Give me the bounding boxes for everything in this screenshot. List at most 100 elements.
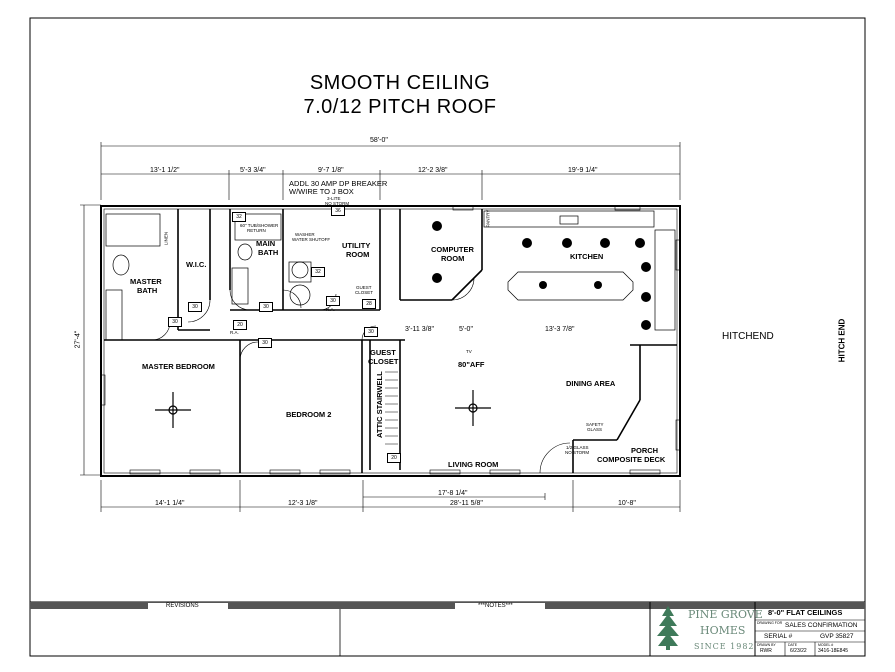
room-computer-line1: COMPUTER bbox=[431, 245, 474, 254]
door-size-box: 32 bbox=[311, 267, 325, 277]
lite-label-line1: 3-LITE bbox=[327, 196, 341, 201]
pine-cone-logo bbox=[657, 606, 679, 650]
room-master-bedroom: MASTER BEDROOM bbox=[142, 362, 215, 371]
door-size-box: 20 bbox=[387, 453, 401, 463]
room-main-bath-line2: BATH bbox=[258, 248, 279, 257]
date-label: DATE bbox=[788, 643, 798, 647]
logo-line1: PINE GROVE bbox=[688, 608, 763, 621]
safety-glass-line2: GLASS bbox=[587, 427, 603, 432]
stair-treads bbox=[385, 371, 398, 445]
dimension-top-1: 13'-1 1/2" bbox=[150, 167, 180, 174]
door-swings bbox=[151, 277, 571, 474]
breaker-note: ADDL 30 AMP DP BREAKER bbox=[289, 179, 388, 188]
hitch-end-label: HITCH END bbox=[837, 318, 847, 363]
safety-glass-line1: SAFETY bbox=[586, 422, 604, 427]
dimension-living-3: 13'-3 7/8" bbox=[545, 326, 575, 333]
door-size-box: 28 bbox=[362, 299, 376, 309]
washer-label-line1: WASHER bbox=[295, 232, 315, 237]
room-main-bath-line1: MAIN bbox=[256, 239, 276, 248]
sheet-border bbox=[29, 17, 866, 657]
door-size-box: 20 bbox=[233, 320, 247, 330]
logo-line3: SINCE 1982 bbox=[694, 642, 755, 651]
dimension-bottom-4: 10'-8" bbox=[618, 500, 636, 507]
model-label: MODEL # bbox=[818, 643, 834, 647]
pantry-label: PANTRY bbox=[485, 209, 491, 228]
door-size-box: 30 bbox=[188, 302, 202, 312]
door-size-box: 30 bbox=[364, 327, 378, 337]
room-guest-closet-line2: CLOSET bbox=[368, 357, 399, 366]
exterior-windows bbox=[100, 205, 681, 475]
bath-fixtures bbox=[105, 213, 312, 341]
door-size-box: 30 bbox=[168, 317, 182, 327]
date-value: 6/23/22 bbox=[790, 648, 807, 654]
door-size-box: 30 bbox=[258, 338, 272, 348]
drawn-by-value: RWR bbox=[760, 648, 772, 654]
dimension-top-5: 19'-9 1/4" bbox=[568, 167, 598, 174]
room-porch-line2: COMPOSITE DECK bbox=[597, 455, 666, 464]
room-living-room: LIVING ROOM bbox=[448, 460, 499, 469]
model-value: 3416-18E845 bbox=[818, 648, 849, 654]
door-size-box: 36 bbox=[331, 206, 345, 216]
exterior-walls bbox=[100, 205, 681, 477]
title-block-heading: 8'-0" FLAT CEILINGS bbox=[768, 608, 843, 617]
dimension-top-4: 12'-2 3/8" bbox=[418, 167, 448, 174]
notes-header: ***NOTES*** bbox=[478, 603, 513, 609]
washer-label-line2: WATER SHUTOFF bbox=[292, 237, 331, 242]
door-size-box: 30 bbox=[259, 302, 273, 312]
room-guest-closet-line1: GUEST bbox=[370, 348, 396, 357]
door-size-box: 32 bbox=[232, 212, 246, 222]
wire-note: W/WIRE TO J BOX bbox=[289, 187, 354, 196]
dimension-top-2: 5'-3 3/4" bbox=[240, 167, 266, 174]
logo-line2: HOMES bbox=[700, 624, 746, 637]
guest-cl-label-line1: GUEST bbox=[356, 285, 372, 290]
dimension-bottom-3: 28'-11 5/8" bbox=[450, 500, 483, 507]
overall-dimension-line bbox=[80, 142, 681, 512]
room-wic: W.I.C. bbox=[186, 260, 207, 269]
hitchend-label: HITCHEND bbox=[722, 331, 774, 342]
serial-value: GVP 35827 bbox=[820, 633, 854, 640]
fan-height-note: 80"AFF bbox=[458, 360, 485, 369]
room-master-bath-line2: BATH bbox=[137, 286, 158, 295]
glass-door-line2: NO STORM bbox=[565, 450, 590, 455]
attic-stairwell-label: ATTIC STAIRWELL bbox=[375, 371, 384, 438]
kitchen-lights bbox=[432, 221, 651, 330]
linen-label: LINEN bbox=[163, 231, 169, 246]
dimension-bottom-2: 12'-3 1/8" bbox=[288, 500, 318, 507]
kitchen-fixtures bbox=[483, 210, 676, 331]
dimension-living-1: 3'-11 3/8" bbox=[405, 326, 434, 333]
lite-label-line2: NO STORM bbox=[325, 201, 350, 206]
drawing-subtitle: 7.0/12 PITCH ROOF bbox=[303, 96, 497, 118]
room-master-bath-line1: MASTER bbox=[130, 277, 162, 286]
shower-label-line2: RETURN bbox=[247, 228, 266, 233]
interior-walls bbox=[104, 209, 677, 473]
room-kitchen: KITCHEN bbox=[570, 252, 604, 261]
shower-label-line1: 60" TUB/SHOWER bbox=[240, 223, 279, 228]
room-bedroom-2: BEDROOM 2 bbox=[286, 410, 332, 419]
serial-label: SERIAL # bbox=[764, 633, 793, 640]
room-computer-line2: ROOM bbox=[441, 254, 465, 263]
room-dining-area: DINING AREA bbox=[566, 379, 616, 388]
dimension-bottom-1: 14'-1 1/4" bbox=[155, 500, 185, 507]
title-block-frame bbox=[30, 601, 865, 656]
room-utility-line1: UTILITY bbox=[342, 241, 371, 250]
revisions-header: REVISIONS bbox=[166, 603, 199, 609]
tv-label: TV bbox=[466, 349, 472, 354]
return-air-label-2: R.A. bbox=[326, 307, 335, 312]
door-size-box: 30 bbox=[326, 296, 340, 306]
drawing-title: SMOOTH CEILING bbox=[309, 72, 491, 94]
glass-door-line1: 1/2 GLASS bbox=[566, 445, 589, 450]
drawn-by-label: DRAWN BY bbox=[757, 643, 776, 647]
dimension-bottom-inner: 17'-8 1/4" bbox=[438, 490, 468, 497]
drawing-for-value: SALES CONFIRMATION bbox=[785, 622, 858, 629]
ceiling-fans bbox=[155, 390, 491, 428]
dimension-top-3: 9'-7 1/8" bbox=[318, 167, 344, 174]
room-porch-line1: PORCH bbox=[631, 446, 659, 455]
return-air-label-1: R.A. bbox=[230, 330, 239, 335]
dimension-left: 27'-4" bbox=[74, 330, 82, 349]
drawing-for-label: DRAWING FOR bbox=[757, 621, 783, 625]
guest-cl-label-line2: CLOSET bbox=[355, 290, 374, 295]
room-utility-line2: ROOM bbox=[346, 250, 370, 259]
dimension-living-2: 5'-0" bbox=[459, 326, 473, 333]
